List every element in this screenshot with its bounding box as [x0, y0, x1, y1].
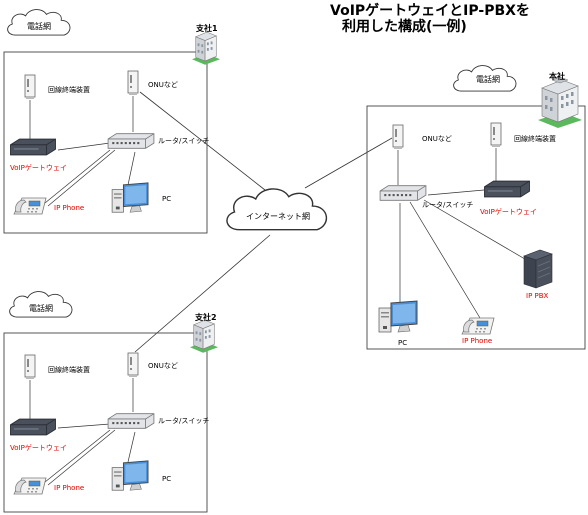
- line-terminal-icon: [24, 354, 36, 380]
- router-switch-icon: [107, 133, 155, 149]
- ip-pbx-label: IP PBX: [526, 292, 549, 300]
- office-building-icon: [192, 31, 220, 66]
- phone-network-cloud: 電話網: [453, 64, 517, 92]
- line-terminal-icon: [490, 122, 502, 148]
- internet-cloud: インターネット網: [226, 188, 328, 231]
- pc-icon: [378, 300, 418, 333]
- onu-label: ONUなど: [148, 362, 178, 370]
- voip-gateway-icon: [9, 138, 57, 156]
- line-terminal-label: 回線終端装置: [48, 365, 90, 374]
- site-branch1: 電話網 支社1 回線終端装置 ONUなど VoIPゲートウェイ ルータ/スイッチ…: [3, 8, 220, 234]
- onu-icon: [127, 70, 139, 96]
- cloud-label: 電話網: [27, 21, 51, 31]
- onu-label: ONUなど: [422, 135, 452, 143]
- ip-phone-icon: [13, 197, 47, 215]
- voip-gateway-icon: [483, 180, 531, 198]
- onu-icon: [392, 124, 404, 150]
- site-name: 支社1: [195, 23, 218, 33]
- voip-gateway-label: VoIPゲートウェイ: [10, 443, 67, 452]
- voip-gateway-icon: [9, 418, 57, 436]
- link-branch1-internet: [139, 91, 266, 191]
- voip-gateway-label: VoIPゲートウェイ: [480, 207, 537, 216]
- onu-icon: [127, 352, 139, 378]
- ip-phone-icon: [461, 317, 495, 335]
- internet-label: インターネット網: [246, 211, 310, 221]
- link-hq-internet: [304, 137, 393, 189]
- pc-label: PC: [162, 475, 171, 483]
- diagram-title-line1: VoIPゲートウェイとIP-PBXを: [330, 2, 530, 19]
- pc-icon: [111, 182, 149, 213]
- ip-pbx-icon: [523, 249, 553, 289]
- site-frame: [366, 105, 586, 350]
- line-terminal-label: 回線終端装置: [48, 85, 90, 94]
- site-name: 支社2: [194, 312, 217, 322]
- office-building-icon: [190, 319, 218, 354]
- pc-label: PC: [398, 339, 407, 347]
- cloud-label: 電話網: [29, 303, 53, 313]
- ip-phone-label: IP Phone: [462, 337, 492, 345]
- router-switch-icon: [379, 185, 427, 201]
- phone-network-cloud: 電話網: [9, 290, 73, 318]
- site-branch2: 電話網 支社2 回線終端装置 ONUなど VoIPゲートウェイ ルータ/スイッチ…: [3, 290, 218, 513]
- router-switch-label: ルータ/スイッチ: [158, 136, 209, 145]
- site-frame: [3, 332, 208, 513]
- router-switch-label: ルータ/スイッチ: [422, 200, 473, 209]
- router-switch-label: ルータ/スイッチ: [158, 416, 209, 425]
- pc-label: PC: [162, 195, 171, 203]
- link-branch2-internet: [134, 234, 271, 353]
- site-hq: 電話網 本社 ONUなど 回線終端装置 ルータ/スイッチ VoIPゲートウェイ …: [366, 64, 586, 350]
- router-switch-icon: [107, 413, 155, 429]
- wan-links: [134, 91, 393, 353]
- cloud-label: 電話網: [476, 74, 500, 84]
- phone-network-cloud: 電話網: [7, 8, 71, 36]
- onu-label: ONUなど: [148, 81, 178, 89]
- site-frame: [3, 51, 208, 234]
- ip-phone-icon: [13, 477, 47, 495]
- voip-gateway-label: VoIPゲートウェイ: [10, 163, 67, 172]
- line-terminal-label: 回線終端装置: [514, 134, 556, 143]
- headquarters-building-icon: [538, 76, 582, 128]
- ip-phone-label: IP Phone: [54, 204, 84, 212]
- site-name: 本社: [548, 71, 565, 81]
- diagram-title-line2: 利用した構成(一例): [342, 18, 467, 35]
- pc-icon: [111, 460, 149, 491]
- line-terminal-icon: [24, 74, 36, 100]
- ip-phone-label: IP Phone: [54, 484, 84, 492]
